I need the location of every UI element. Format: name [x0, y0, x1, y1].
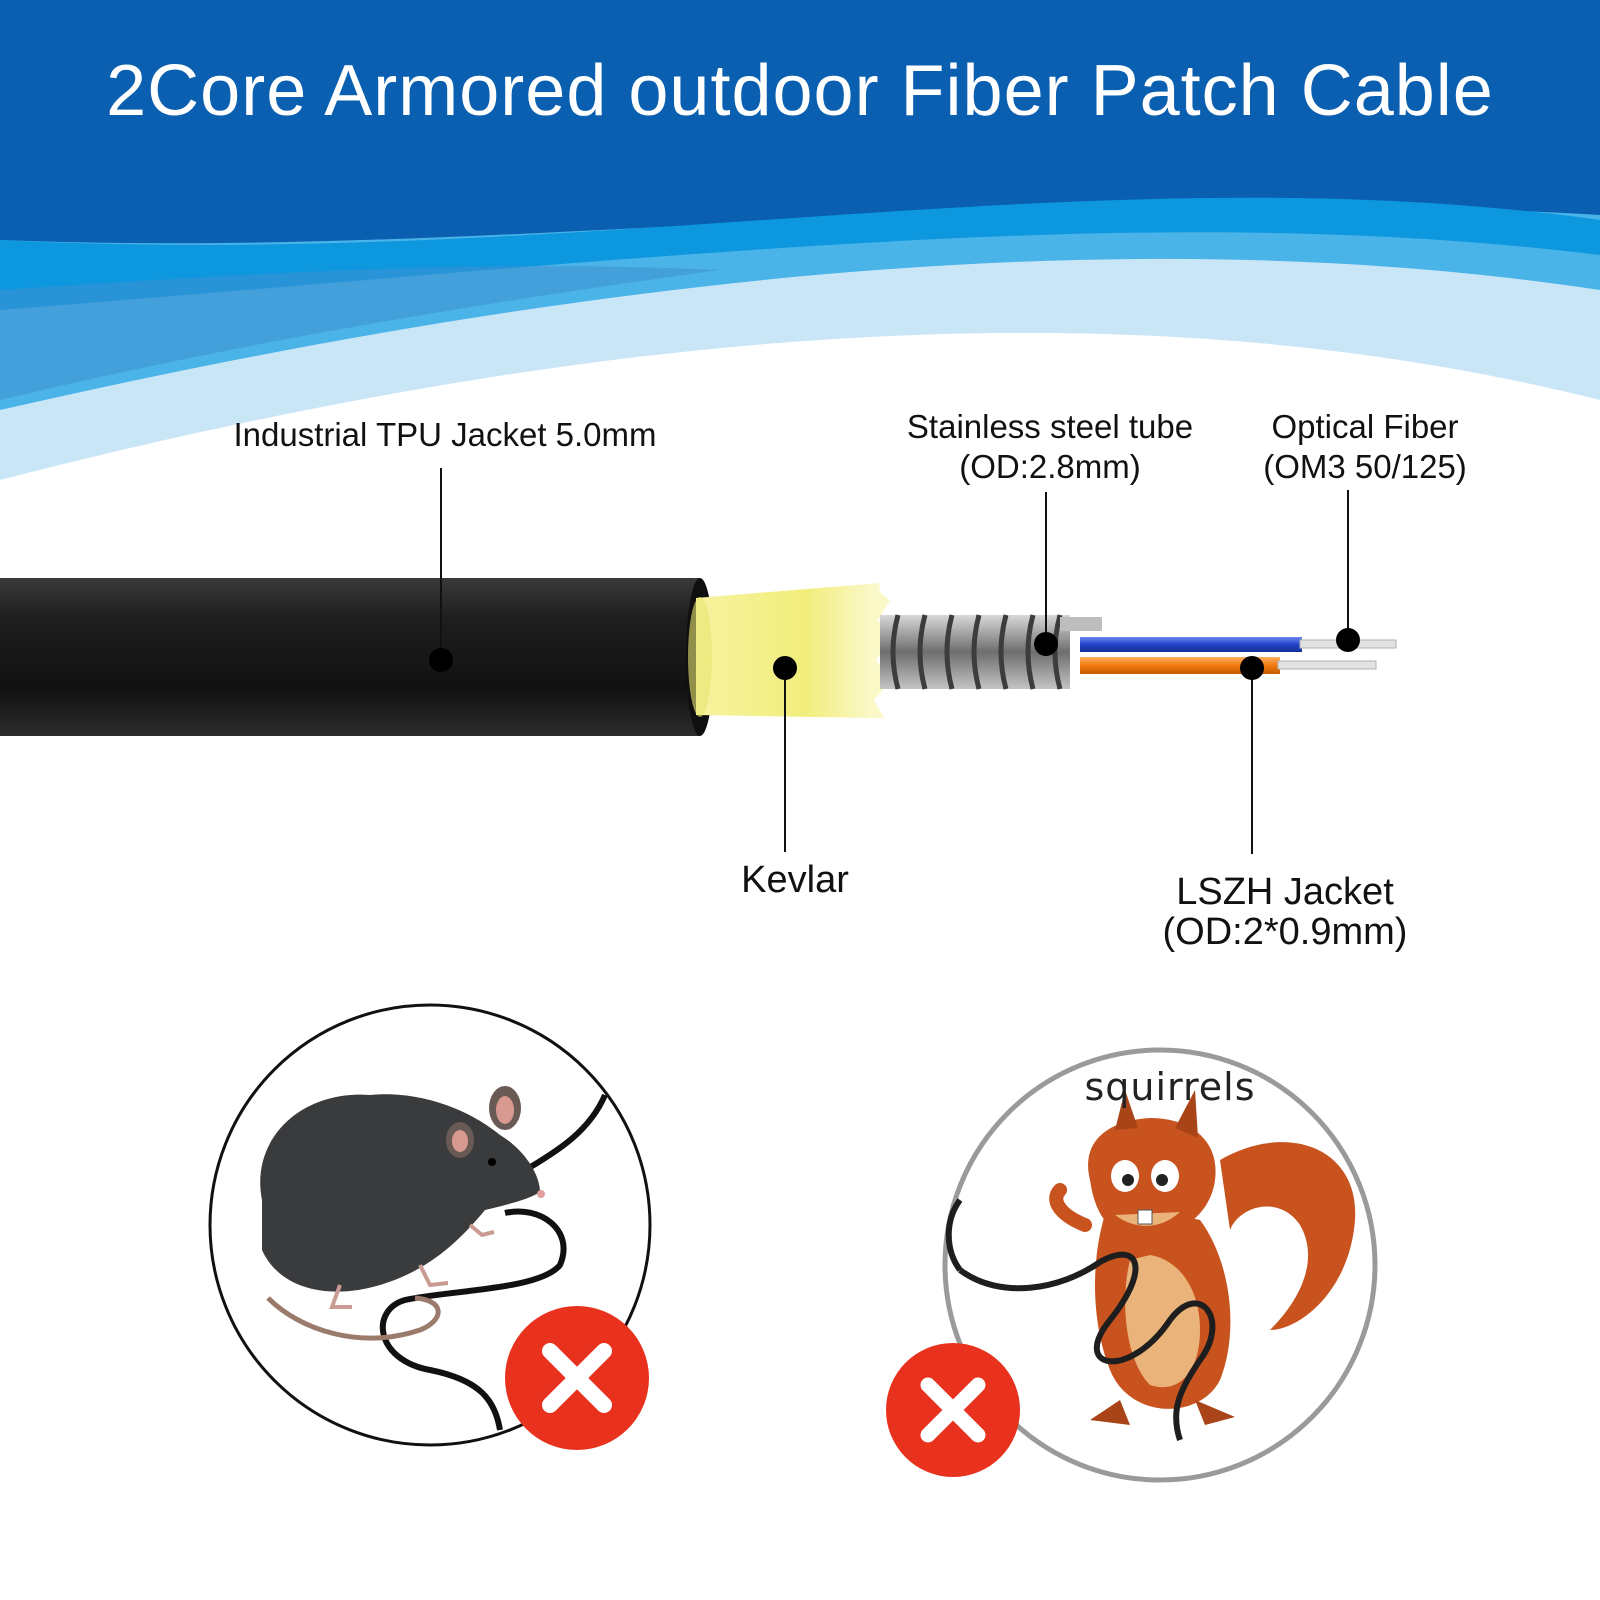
x-mark-icon: [886, 1343, 1020, 1477]
optical-fiber-label: Optical Fiber (OM3 50/125): [1245, 407, 1485, 486]
rat-chewing-cable-icon: [260, 1086, 608, 1431]
steel-tube-callout-dot: [1034, 632, 1058, 656]
steel-tube-label-line2: (OD:2.8mm): [959, 447, 1141, 485]
steel-tube-label-line1: Stainless steel tube: [906, 408, 1194, 445]
header-banner: [0, 0, 1600, 481]
rat-panel: [208, 1003, 652, 1450]
optical-fiber-label-line2: (OM3 50/125): [1263, 447, 1467, 485]
lszh-callout-dot: [1240, 656, 1264, 680]
optical-fiber-callout-dot: [1336, 628, 1360, 652]
squirrel-panel: [886, 1047, 1378, 1483]
cable-jacket: [0, 578, 714, 736]
squirrel-label: squirrels: [1084, 1065, 1256, 1109]
x-mark-icon: [505, 1306, 649, 1450]
callout-lines: [440, 468, 1349, 854]
lszh-label-line2: (OD:2*0.9mm): [1162, 910, 1408, 953]
lszh-label-line1: LSZH Jacket: [1176, 871, 1394, 913]
kevlar-label-text: Kevlar: [741, 859, 849, 901]
lszh-label: LSZH Jacket (OD:2*0.9mm): [1135, 871, 1435, 953]
squirrel-chewing-cable-icon: [945, 1090, 1356, 1441]
page-title: 2Core Armored outdoor Fiber Patch Cable: [106, 51, 1494, 131]
kevlar-label: Kevlar: [700, 858, 890, 904]
jacket-callout-dot: [429, 648, 453, 672]
steel-tube-label: Stainless steel tube (OD:2.8mm): [880, 407, 1220, 486]
optical-fiber-label-line1: Optical Fiber: [1271, 408, 1459, 445]
jacket-label-text: Industrial TPU Jacket 5.0mm: [233, 416, 657, 453]
kevlar-layer: [688, 583, 890, 718]
jacket-label: Industrial TPU Jacket 5.0mm: [210, 415, 680, 455]
steel-tube: [880, 614, 1102, 690]
kevlar-callout-dot: [773, 656, 797, 680]
